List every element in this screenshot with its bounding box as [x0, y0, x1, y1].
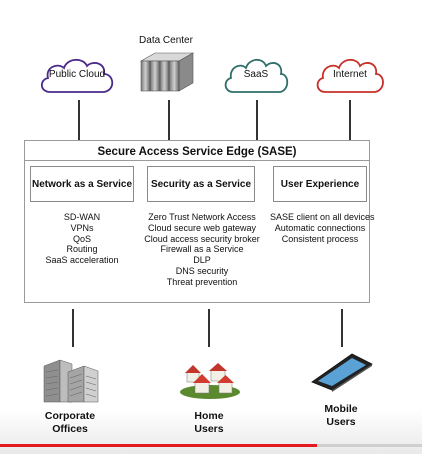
sase-title: Secure Access Service Edge (SASE) [97, 146, 297, 158]
internet-cloud-icon [316, 58, 384, 93]
home-label-line2: Users [194, 423, 224, 435]
user-experience-header: User Experience [273, 166, 367, 202]
mobile-users-label: Mobile Users [310, 403, 372, 429]
list-item: DLP [193, 255, 211, 266]
security-as-a-service-header: Security as a Service [147, 166, 255, 202]
list-item: Cloud secure web gateway [147, 222, 257, 233]
network-as-a-service-title: Network as a Service [31, 178, 133, 190]
saas-label: SaaS [243, 69, 269, 80]
list-item: Routing [66, 244, 98, 255]
data-center-label: Data Center [139, 35, 193, 46]
sase-title-divider [24, 160, 370, 161]
office-building-icon [43, 359, 99, 403]
list-item: VPNs [70, 222, 94, 233]
corporate-offices-label: Corporate Offices [38, 410, 102, 436]
list-item: Automatic connections [274, 222, 366, 233]
connector-public-cloud [78, 100, 80, 140]
list-item: SD-WAN [63, 212, 101, 222]
network-as-a-service-list: SD-WAN VPNs QoS Routing SaaS acceleratio… [30, 212, 134, 266]
server-rack-icon [139, 52, 195, 92]
tablet-icon [311, 353, 373, 392]
video-progress-fill [0, 444, 317, 447]
list-item: Cloud access security broker [144, 233, 260, 244]
connector-saas [256, 100, 258, 140]
connector-home [208, 309, 210, 347]
network-as-a-service-header: Network as a Service [30, 166, 134, 202]
connector-corporate [72, 309, 74, 347]
security-as-a-service-list: Zero Trust Network Access Cloud secure w… [140, 212, 264, 288]
houses-icon [180, 363, 240, 399]
user-experience-title: User Experience [280, 178, 360, 190]
mobile-label-line1: Mobile [324, 403, 358, 415]
list-item: Consistent process [281, 233, 359, 244]
list-item: Firewall as a Service [160, 244, 244, 255]
list-item: Threat prevention [166, 276, 238, 287]
internet-label: Internet [333, 69, 367, 80]
public-cloud-label: Public Cloud [48, 69, 106, 80]
list-item: DNS security [175, 265, 229, 276]
saas-cloud-icon [224, 58, 289, 93]
list-item: QoS [72, 233, 91, 244]
mobile-label-line2: Users [326, 416, 356, 428]
connector-mobile [341, 309, 343, 347]
list-item: SASE client on all devices [270, 212, 375, 222]
home-users-label: Home Users [176, 410, 242, 436]
list-item: SaaS acceleration [45, 255, 119, 266]
corporate-label-line1: Corporate [44, 410, 96, 422]
public-cloud-icon [40, 58, 114, 93]
security-as-a-service-title: Security as a Service [150, 178, 252, 190]
user-experience-list: SASE client on all devices Automatic con… [270, 212, 375, 244]
connector-data-center [168, 100, 170, 140]
corporate-label-line2: Offices [52, 423, 88, 435]
connector-internet [349, 100, 351, 140]
home-label-line1: Home [194, 410, 224, 422]
list-item: Zero Trust Network Access [148, 212, 256, 222]
